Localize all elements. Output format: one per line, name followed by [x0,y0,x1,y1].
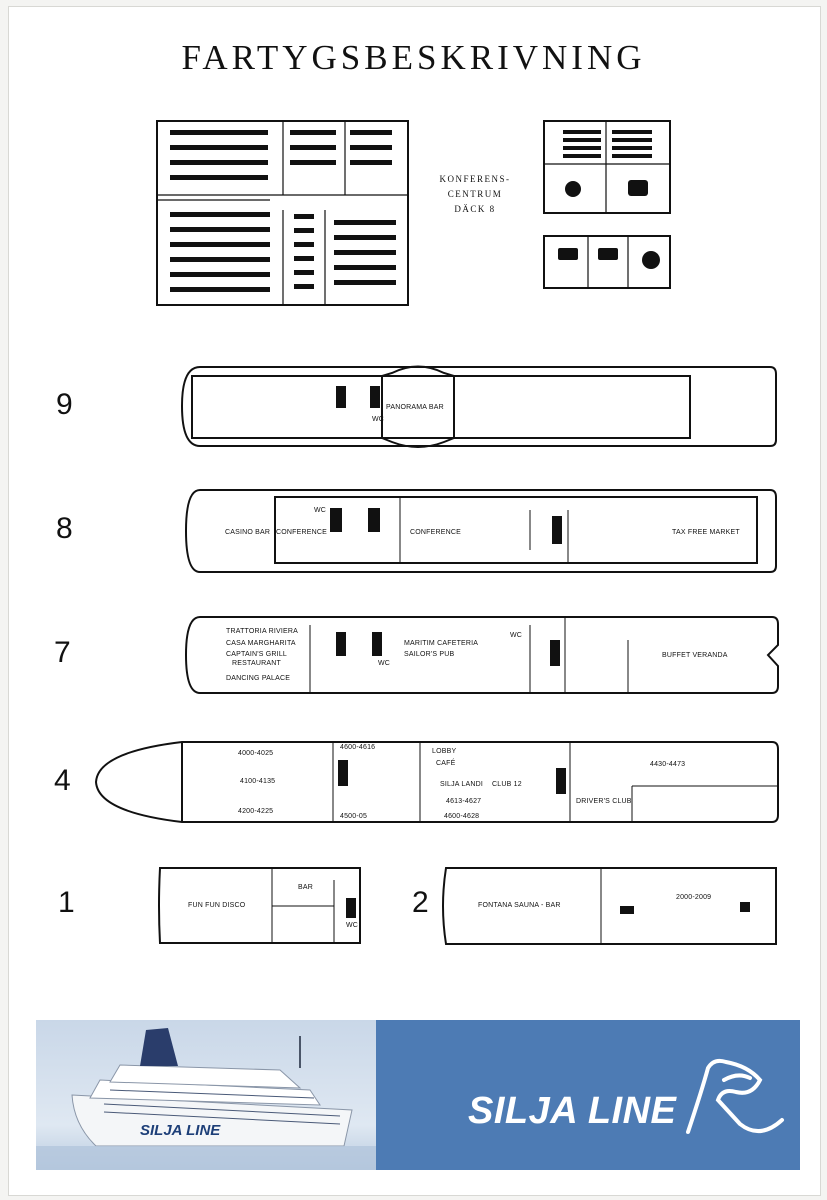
seat-row [170,287,270,292]
conference-label-line-3: DÄCK 8 [454,204,496,214]
deck-1-label: FUN FUN DISCO [188,902,246,909]
seat-row [170,212,270,217]
deck-4-label: 4100-4135 [240,778,276,785]
deck-7-label: TRATTORIA RIVIERA [226,628,298,635]
deck-2-label: FONTANA SAUNA - BAR [478,902,561,909]
deck-7-label: CAPTAIN'S GRILL [226,651,287,658]
deck-4-label: 4600-4628 [444,813,480,820]
deck-7-label: SAILOR'S PUB [404,651,455,658]
deck-4-number: 4 [54,764,71,797]
deck-4-label: LOBBY [432,748,457,755]
deck-9-label: PANORAMA BAR [386,404,444,411]
deck-7-hull [184,616,779,694]
deck-8-label: CONFERENCE [410,529,462,536]
seat-row [350,130,392,135]
deck-7-label: CASA MARGHARITA [226,640,296,647]
seat-row [290,145,336,150]
seat-row [170,227,270,232]
seat-row [290,160,336,165]
deck-9-number: 9 [56,388,73,421]
deck-2-number: 2 [412,886,429,919]
seat-row [170,160,268,165]
deck-1-hull [158,867,361,944]
conference-label-line-1: KONFERENS- [439,174,511,184]
seat-row [294,214,314,219]
seat-row [294,256,314,261]
deck-7-label: DANCING PALACE [226,675,291,682]
seat-row [350,160,392,165]
deck-1-label: BAR [298,884,313,891]
seat-row [170,175,268,180]
conference-plan-small [543,120,671,289]
deck-8-hull [184,489,777,573]
seat-row [334,265,396,270]
seat-row [170,130,268,135]
seat-row [334,250,396,255]
brochure-page [8,6,821,1196]
brand-wordmark: SILJA LINE [468,1090,677,1132]
deck-7-label: MARITIM CAFETERIA [404,640,479,647]
deck-2-label: 2000-2009 [676,894,712,901]
deck-4-label: CLUB 12 [492,781,522,788]
deck-4-label: 4500-05 [340,813,368,820]
deck-4-label: 4600-4616 [340,744,376,751]
deck-9-hull [180,366,777,447]
seat-row [290,130,336,135]
deck-8-label: TAX FREE MARKET [672,529,740,536]
seat-row [350,145,392,150]
deck-4-label: 4000-4025 [238,750,274,757]
conference-centre-label: KONFERENS- CENTRUM DÄCK 8 [430,172,520,217]
seat-row [334,235,396,240]
deck-4-label: CAFÉ [436,760,456,767]
seat-row [294,228,314,233]
deck-8-label: CONFERENCE [276,529,328,536]
deck-1-number: 1 [58,886,75,919]
deck-7-label: WC [510,632,523,639]
deck-7-number: 7 [54,636,71,669]
seat-row [170,257,270,262]
deck-7-label: WC [378,660,391,667]
deck-8-label: WC [314,507,327,514]
page-title: FARTYGSBESKRIVNING [181,38,646,77]
conference-plan-main [156,120,409,306]
seat-row [334,280,396,285]
seat-row [294,242,314,247]
deck-7-label: RESTAURANT [232,660,281,667]
deck-1-label: WC [346,922,359,929]
ship-hull-brand: SILJA LINE [140,1122,221,1139]
deck-2-hull [442,867,777,945]
seat-row [170,145,268,150]
deck-9-label: WC [372,416,385,423]
deck-8-label: CASINO BAR [225,529,271,536]
seat-row [334,220,396,225]
deck-7-label: BUFFET VERANDA [662,652,728,659]
seat-row [170,272,270,277]
deck-4-label: SILJA LANDI [440,781,484,788]
deck-4-label: DRIVER'S CLUB [576,798,632,805]
seat-row [294,270,314,275]
deck-4-hull [94,741,779,823]
deck-4-label: 4613-4627 [446,798,482,805]
deck-plans [94,365,779,945]
seat-row [170,242,270,247]
conference-label-line-2: CENTRUM [447,189,503,199]
seat-row [294,284,314,289]
deck-8-number: 8 [56,512,73,545]
deck-4-label: 4200-4225 [238,808,274,815]
deck-4-label: 4430-4473 [650,761,686,768]
